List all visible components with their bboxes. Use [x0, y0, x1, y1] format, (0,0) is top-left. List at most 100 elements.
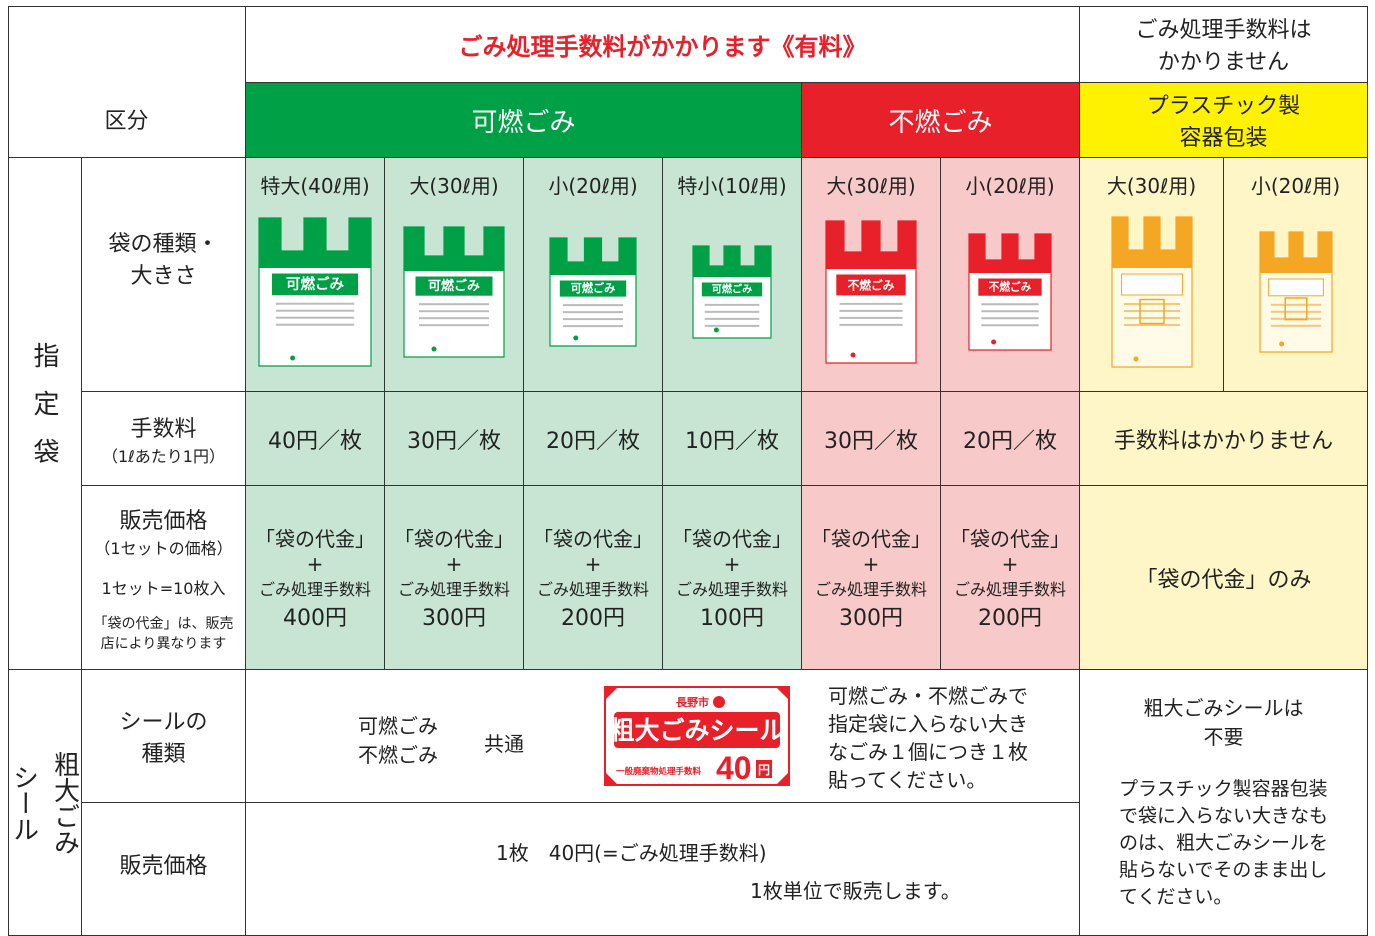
plastic-price-only: 「袋の代金」のみ [1135, 567, 1312, 593]
seal-desc-line4: 貼ってください。 [828, 768, 987, 792]
bag-image: 不燃ごみ [968, 233, 1052, 351]
bag-size-label: 大(30ℓ用) [826, 174, 916, 198]
plastic-price-cell: 「袋の代金」のみ [1080, 486, 1368, 670]
bag-size-label: 小(20ℓ用) [1250, 174, 1341, 198]
seal-price-cell: 1枚 40円(=ごみ処理手数料) 1枚単位で販売します。 [246, 803, 1080, 936]
fee-label: 手数料 [130, 416, 197, 442]
bag-cell-5: 小(20ℓ用) 不燃ごみ [941, 158, 1080, 392]
seal-kind-burnable: 可燃ごみ [358, 714, 438, 738]
seal-kind-nonburnable: 不燃ごみ [358, 743, 438, 767]
bag-fee-value: 30円／枚 [824, 428, 918, 454]
bag-label-text: 可燃ごみ [712, 282, 753, 295]
price-amount: 400円 [283, 606, 347, 631]
shop-note-line1: 「袋の代金」は、販売 [93, 615, 234, 632]
seal-desc-line3: なごみ１個につき１枚 [828, 740, 1028, 764]
bag-fee-cell-3: 10円／枚 [663, 392, 802, 486]
plastic-seal-cell: 粗大ごみシールは 不要 プラスチック製容器包装 で袋に入らない大きなも のは、粗… [1080, 670, 1368, 936]
bag-fee-value: 30円／枚 [407, 428, 501, 454]
bag-size-label: 小(20ℓ用) [548, 174, 638, 198]
shiteibukuro-label: 指定袋 [29, 341, 59, 486]
price-plus: + [306, 552, 324, 576]
seal-desc-line2: 指定袋に入らない大き [828, 712, 1028, 736]
bag-type-header: 袋の種類・ 大きさ [82, 158, 246, 392]
bag-label-text: 可燃ごみ [428, 278, 480, 294]
price-bag-cost: 「袋の代金」 [950, 527, 1070, 551]
bag-fee-cell-4: 30円／枚 [802, 392, 941, 486]
free-title-line2: かかりません [1157, 50, 1290, 75]
bag-size-label: 特大(40ℓ用) [260, 174, 370, 198]
bag-type-line1: 袋の種類・ [108, 232, 219, 257]
price-bag-cost: 「袋の代金」 [394, 527, 514, 551]
plastic-note-line4: 貼らないでそのまま出し [1118, 859, 1328, 881]
price-fee-label: ごみ処理手数料 [675, 580, 788, 599]
bag-image: 可燃ごみ [692, 245, 772, 339]
price-bag-cost: 「袋の代金」 [255, 527, 375, 551]
bag-fee-value: 10円／枚 [685, 428, 779, 454]
burnable-header: 可燃ごみ [246, 83, 802, 158]
bag-label-text: 可燃ごみ [286, 275, 345, 293]
bag-type-line2: 大きさ [130, 264, 197, 289]
price-plus: + [862, 552, 880, 576]
seal-price-header: 販売価格 [82, 803, 246, 936]
bag-size-label: 大(30ℓ用) [1106, 174, 1197, 198]
price-bag-cost: 「袋の代金」 [811, 527, 931, 551]
seal-price-line: 1枚 40円(=ごみ処理手数料) [496, 841, 767, 865]
bag-size-label: 特小(10ℓ用) [677, 174, 787, 198]
sodai-label-line2: シール [8, 763, 39, 842]
plastic-note-line2: で袋に入らない大きなも [1118, 805, 1328, 827]
price-plus: + [584, 552, 602, 576]
shop-note-line2: 店により異なります [100, 635, 227, 652]
bag-image: 可燃ごみ [549, 237, 637, 347]
sticker-fee-label: 一般廃棄物処理手数料 [616, 766, 702, 777]
bag-size-label: 小(20ℓ用) [965, 174, 1055, 198]
table-frame [8, 6, 1368, 936]
bag-cell-0: 特大(40ℓ用) 可燃ごみ [246, 158, 385, 392]
bag-fee-cell-2: 20円／枚 [524, 392, 663, 486]
bag-cell-4: 大(30ℓ用) 不燃ごみ [802, 158, 941, 392]
seal-type-header: シールの 種類 [82, 670, 246, 803]
fee-header: 手数料 （1ℓあたり1円） [82, 392, 246, 486]
price-fee-label: ごみ処理手数料 [953, 580, 1066, 599]
bag-cell-2: 小(20ℓ用) 可燃ごみ [524, 158, 663, 392]
bag-image: 不燃ごみ [825, 220, 917, 364]
seal-price-label: 販売価格 [119, 854, 208, 879]
free-title-cell: ごみ処理手数料は かかりません [1080, 6, 1368, 83]
price-bag-cost: 「袋の代金」 [533, 527, 653, 551]
seal-common: 共通 [484, 732, 524, 756]
price-plus: + [445, 552, 463, 576]
plastic-fee-cell: 手数料はかかりません [1080, 392, 1368, 486]
price-header: 販売価格 （1セットの価格） 1セット=10枚入 「袋の代金」は、販売 店により… [82, 486, 246, 670]
kubun-header: 区分 [8, 6, 246, 158]
paid-title: ごみ処理手数料がかかります《有料》 [458, 32, 867, 61]
bag-cell-3: 特小(10ℓ用) 可燃ごみ [663, 158, 802, 392]
price-amount: 200円 [561, 606, 625, 631]
bag-image: 可燃ごみ [258, 217, 372, 367]
plastic-label-line2: 容器包装 [1179, 126, 1268, 151]
price-sub-label: （1セットの価格） [94, 538, 233, 558]
sticker-title: 粗大ごみシール [609, 716, 784, 745]
bag-fee-value: 20円／枚 [546, 428, 640, 454]
price-amount: 200円 [978, 606, 1042, 631]
sodai-sticker-image: 長野市 粗大ごみシール 一般廃棄物処理手数料 40 円 [604, 686, 790, 786]
price-fee-label: ごみ処理手数料 [814, 580, 927, 599]
price-amount: 300円 [422, 606, 486, 631]
plastic-fee-free: 手数料はかかりません [1113, 428, 1334, 454]
bag-size-label: 大(30ℓ用) [409, 174, 499, 198]
seal-desc-line1: 可燃ごみ・不燃ごみで [828, 684, 1028, 708]
bag-image [1258, 231, 1333, 353]
plastic-note-line5: てください。 [1118, 886, 1233, 908]
sticker-price: 40 [716, 750, 752, 786]
bag-label-text: 可燃ごみ [571, 281, 616, 295]
seal-type-cell: 可燃ごみ 不燃ごみ 共通 長野市 粗大ごみシール 一般廃棄物処理手数料 40 円… [246, 670, 1080, 803]
sticker-yen: 円 [758, 763, 770, 777]
seal-description: 可燃ごみ・不燃ごみで 指定袋に入らない大き なごみ１個につき１枚 貼ってください… [828, 682, 1028, 794]
seal-unit-line: 1枚単位で販売します。 [750, 879, 961, 903]
plastic-none-line1: 粗大ごみシールは [1143, 696, 1304, 720]
bag-image [1110, 216, 1193, 368]
